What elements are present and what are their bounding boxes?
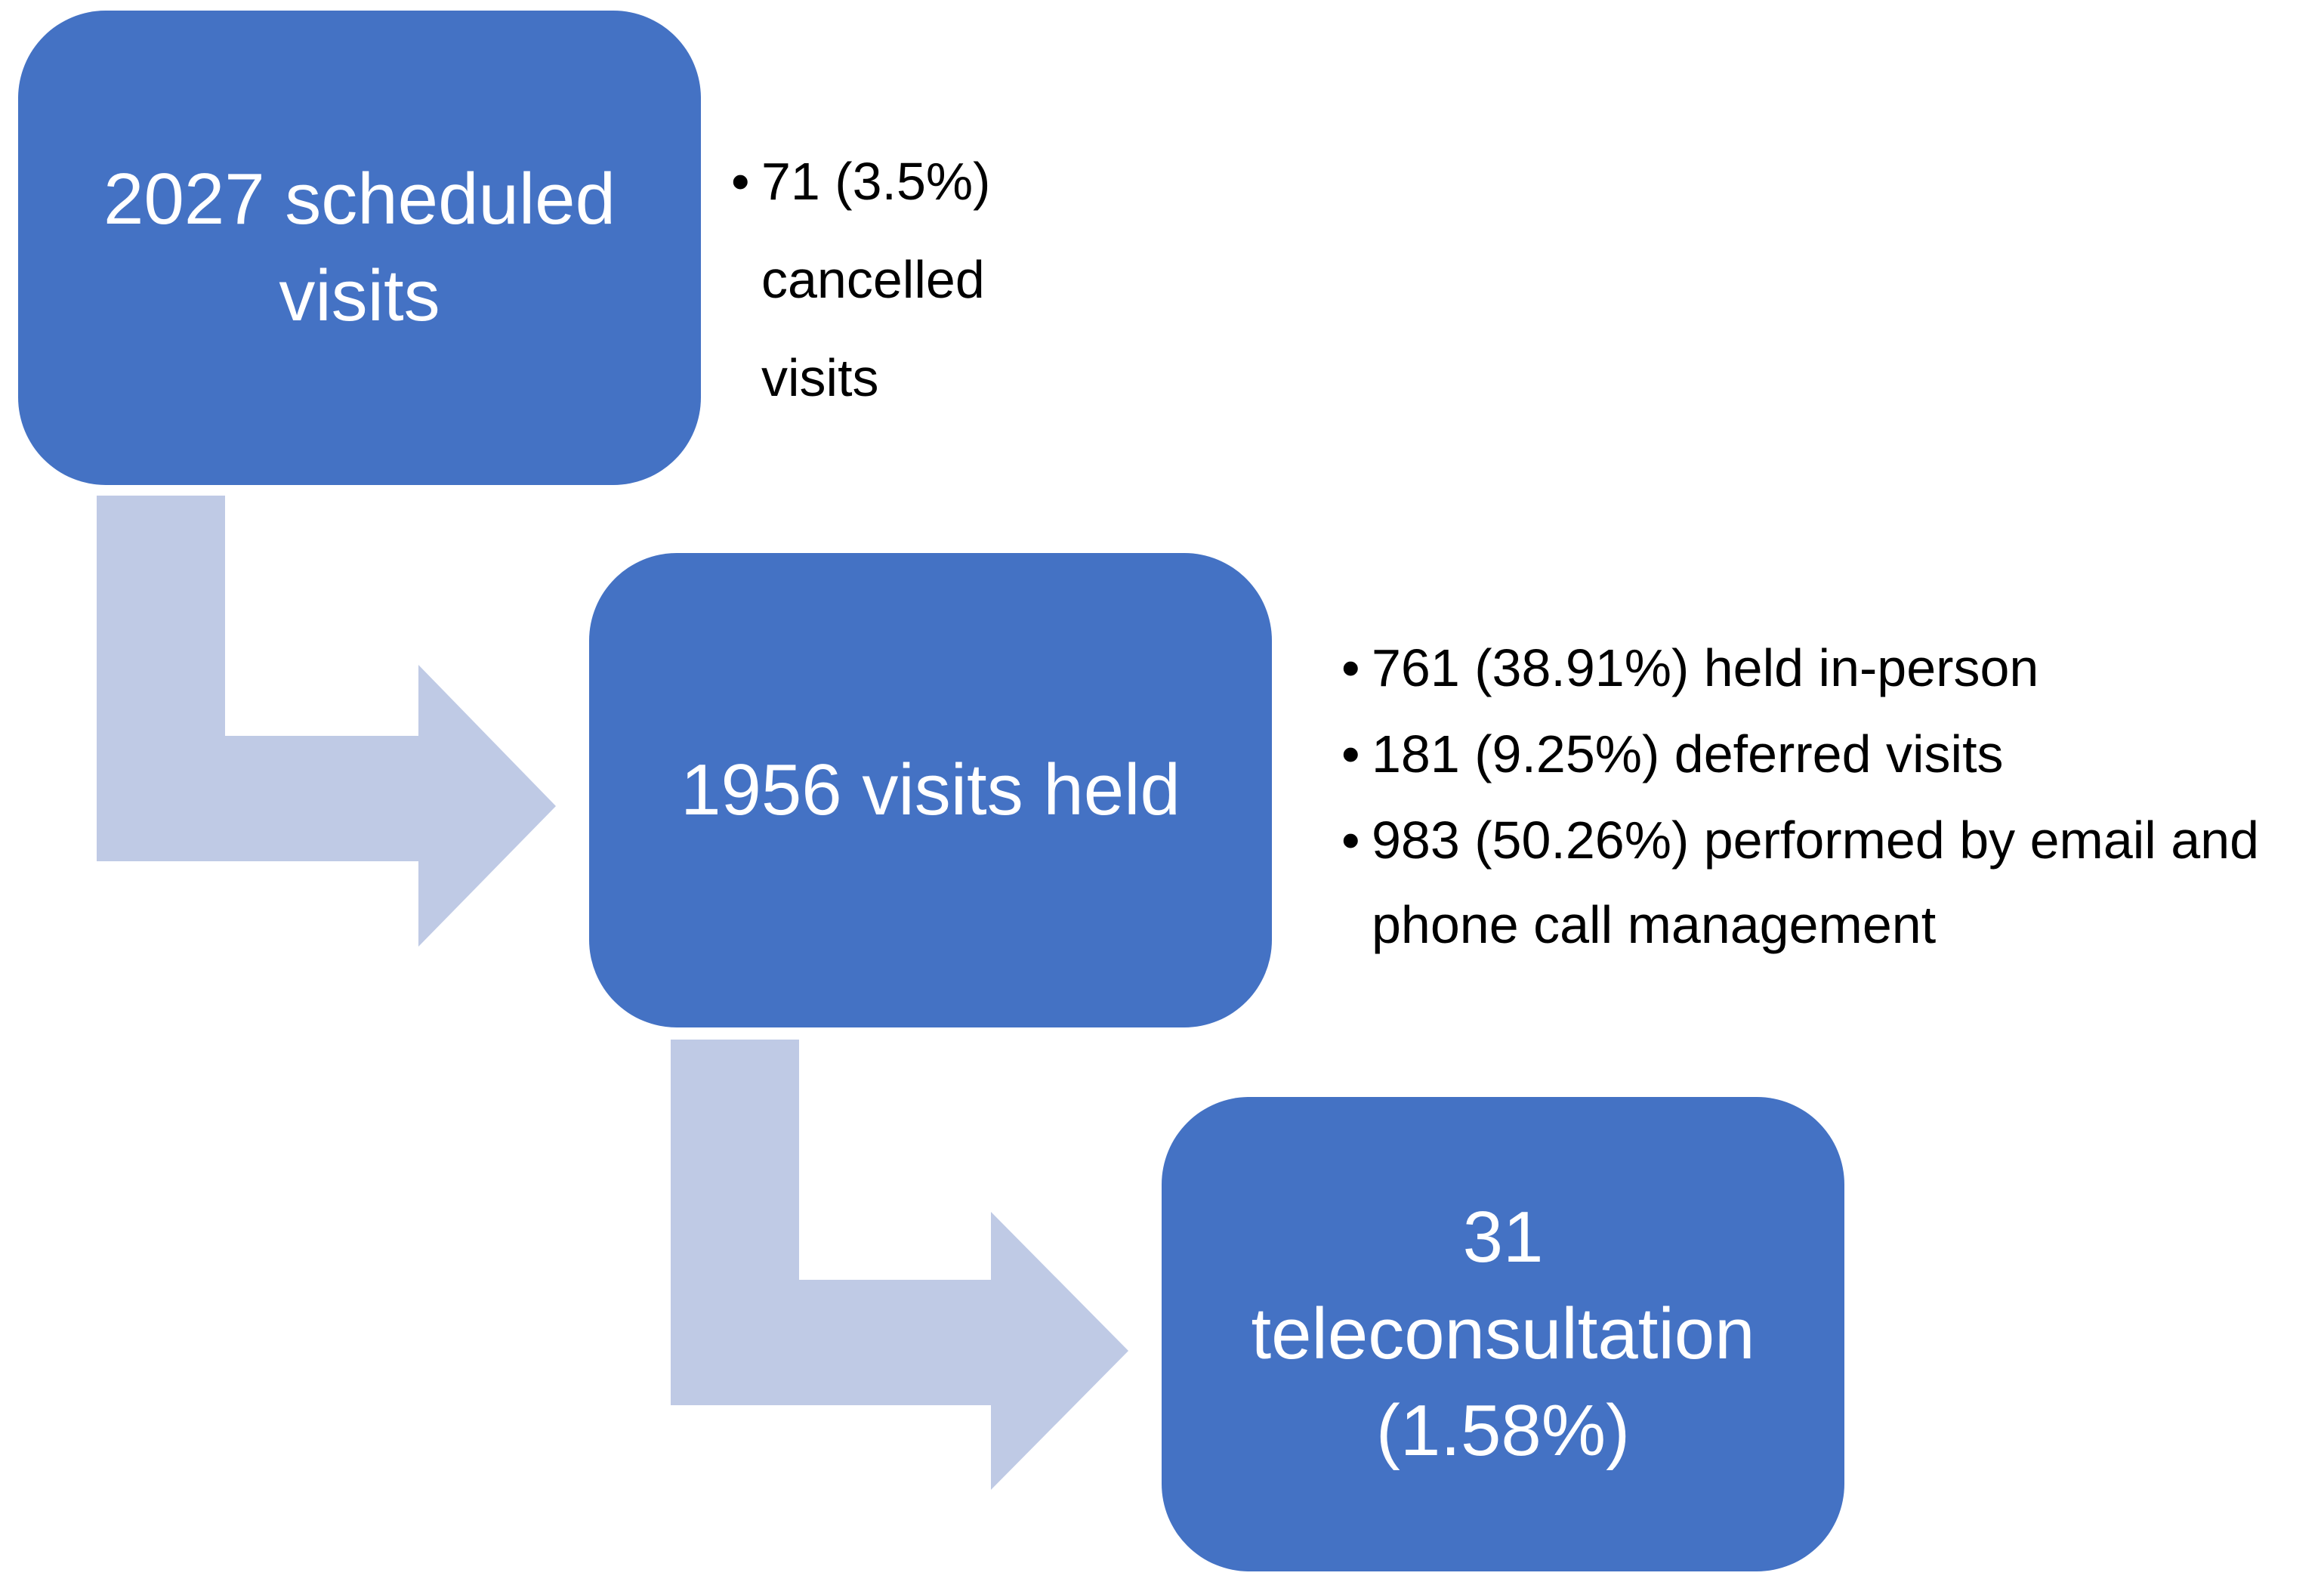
note-text: 71 (3.5%) cancelled visits	[761, 152, 991, 407]
bullet-icon: •	[1341, 725, 1360, 783]
step-label: 2027 scheduled visits	[103, 159, 616, 336]
step-box-visits-held: 1956 visits held	[589, 553, 1272, 1027]
step-box-scheduled-visits: 2027 scheduled visits	[18, 11, 701, 485]
note-item: •71 (3.5%) cancelled visits	[731, 132, 1113, 427]
bullet-icon: •	[1341, 638, 1360, 697]
note-text: 181 (9.25%) deferred visits	[1372, 725, 2004, 783]
step-label: 31 teleconsultation (1.58%)	[1251, 1197, 1755, 1471]
step-box-teleconsultation: 31 teleconsultation (1.58%)	[1162, 1097, 1844, 1571]
notes-cancelled: •71 (3.5%) cancelled visits	[731, 132, 1113, 427]
note-item: •181 (9.25%) deferred visits	[1341, 712, 2320, 796]
note-text: 983 (50.26%) performed by email and phon…	[1372, 811, 2260, 954]
bullet-icon: •	[731, 152, 750, 211]
step-label: 1956 visits held	[681, 749, 1181, 830]
note-item: •761 (38.91%) held in-person	[1341, 626, 2320, 710]
bullet-icon: •	[1341, 811, 1360, 870]
notes-visit-breakdown: •761 (38.91%) held in-person •181 (9.25%…	[1341, 626, 2320, 969]
note-text: 761 (38.91%) held in-person	[1372, 638, 2039, 697]
arrow-step1-to-step2	[97, 496, 556, 947]
arrow-step2-to-step3	[671, 1040, 1128, 1490]
note-item: •983 (50.26%) performed by email and pho…	[1341, 798, 2320, 967]
